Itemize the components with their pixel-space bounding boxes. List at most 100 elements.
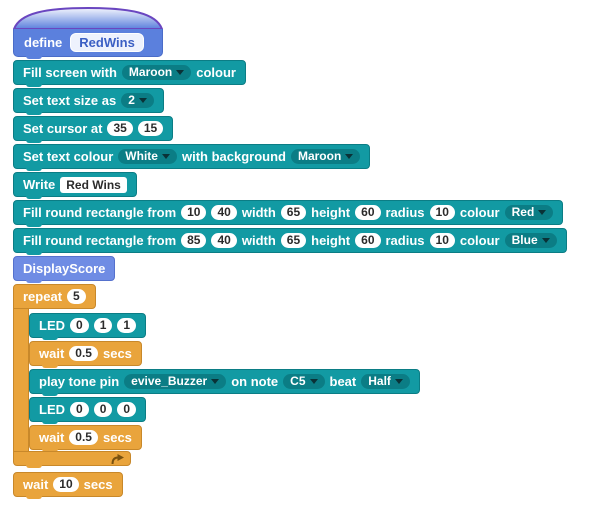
repeat-block[interactable]: repeat 5 LED 0 1 1 (13, 284, 420, 468)
rect-x-input[interactable]: 85 (181, 233, 207, 248)
block-label: Set cursor at (23, 121, 103, 136)
block-label: colour (459, 205, 500, 220)
chevron-down-icon (394, 379, 403, 384)
block-label: wait (39, 346, 65, 361)
play-tone-block[interactable]: play tone pin evive_Buzzer on note C5 be… (29, 369, 420, 396)
note-dropdown[interactable]: C5 (283, 374, 325, 389)
block-label: Fill round rectangle from (23, 233, 177, 248)
rect-radius-input[interactable]: 10 (429, 233, 455, 248)
repeat-header[interactable]: repeat 5 (13, 284, 96, 309)
block-label: secs (102, 346, 132, 361)
dropdown-value: White (125, 149, 158, 163)
block-label: LED (39, 402, 65, 417)
block-label: wait (39, 430, 65, 445)
chevron-down-icon (176, 70, 185, 75)
led-block[interactable]: LED 0 0 0 (29, 397, 147, 424)
led-block[interactable]: LED 0 1 1 (29, 313, 147, 340)
wait-block[interactable]: wait 0.5 secs (29, 425, 142, 452)
chevron-down-icon (538, 210, 547, 215)
cursor-x-input[interactable]: 35 (107, 121, 133, 136)
wait-block[interactable]: wait 10 secs (13, 472, 123, 499)
block-label: on note (231, 374, 279, 389)
rect-width-input[interactable]: 65 (280, 233, 307, 248)
block-label: radius (385, 233, 425, 248)
custom-block-name[interactable]: RedWins (70, 33, 144, 52)
rect-height-input[interactable]: 60 (355, 233, 381, 248)
block-label: secs (102, 430, 132, 445)
block-label: Fill screen with (23, 65, 117, 80)
set-text-size-block[interactable]: Set text size as 2 (13, 88, 164, 115)
text-size-dropdown[interactable]: 2 (121, 93, 154, 108)
dropdown-value: Maroon (297, 149, 342, 163)
chevron-down-icon (138, 98, 147, 103)
background-colour-dropdown[interactable]: Maroon (290, 149, 361, 164)
set-cursor-block[interactable]: Set cursor at 35 15 (13, 116, 174, 143)
screen-colour-dropdown[interactable]: Maroon (121, 65, 192, 80)
chevron-down-icon (211, 379, 220, 384)
beat-dropdown[interactable]: Half (361, 374, 410, 389)
define-keyword: define (24, 35, 63, 50)
rect-y-input[interactable]: 40 (211, 205, 237, 220)
rect-y-input[interactable]: 40 (211, 233, 237, 248)
wait-duration-input[interactable]: 0.5 (69, 430, 98, 445)
block-label: colour (196, 65, 236, 80)
block-label: width (241, 205, 276, 220)
rect-colour-dropdown-blue[interactable]: Blue (504, 233, 557, 248)
fill-round-rectangle-block[interactable]: Fill round rectangle from 85 40 width 65… (13, 228, 567, 255)
block-label: colour (459, 233, 500, 248)
script-area: define RedWins Fill screen with Maroon c… (13, 7, 567, 499)
define-block[interactable]: define RedWins (13, 7, 163, 59)
set-text-colour-block[interactable]: Set text colour White with background Ma… (13, 144, 371, 171)
repeat-footer[interactable] (13, 451, 131, 468)
block-label: height (311, 205, 351, 220)
dropdown-value: Half (368, 374, 391, 388)
dropdown-value: C5 (290, 374, 306, 388)
block-label: repeat (23, 289, 63, 304)
rect-x-input[interactable]: 10 (181, 205, 207, 220)
fill-round-rectangle-block[interactable]: Fill round rectangle from 10 40 width 65… (13, 200, 564, 227)
rect-colour-dropdown-red[interactable]: Red (504, 205, 554, 220)
write-block[interactable]: Write Red Wins (13, 172, 137, 199)
display-score-call-block[interactable]: DisplayScore (13, 256, 116, 283)
wait-block[interactable]: wait 0.5 secs (29, 341, 142, 368)
block-label: play tone pin (39, 374, 120, 389)
buzzer-pin-dropdown[interactable]: evive_Buzzer (124, 374, 227, 389)
block-label: LED (39, 318, 65, 333)
dropdown-value: Blue (511, 233, 538, 247)
block-label: beat (329, 374, 357, 389)
led-r-input[interactable]: 0 (70, 402, 89, 417)
repeat-count-input[interactable]: 5 (67, 289, 86, 304)
block-label: Set text size as (23, 93, 117, 108)
wait-duration-input[interactable]: 10 (53, 477, 79, 492)
chevron-down-icon (309, 379, 318, 384)
block-label: Fill round rectangle from (23, 205, 177, 220)
cursor-y-input[interactable]: 15 (137, 121, 164, 136)
fill-screen-block[interactable]: Fill screen with Maroon colour (13, 60, 246, 87)
chevron-down-icon (541, 238, 550, 243)
led-g-input[interactable]: 0 (93, 402, 113, 417)
rect-width-input[interactable]: 65 (280, 205, 307, 220)
rect-height-input[interactable]: 60 (355, 205, 381, 220)
block-label: DisplayScore (23, 261, 106, 276)
text-colour-dropdown[interactable]: White (118, 149, 177, 164)
dropdown-value: Maroon (128, 65, 173, 79)
write-text-input[interactable]: Red Wins (60, 176, 127, 193)
repeat-left-arm (13, 309, 29, 451)
block-label: Write (23, 177, 56, 192)
dropdown-value: evive_Buzzer (131, 374, 208, 388)
led-g-input[interactable]: 1 (93, 318, 113, 333)
define-hat-curve-icon (13, 7, 163, 29)
block-label: radius (385, 205, 425, 220)
led-b-input[interactable]: 0 (117, 402, 137, 417)
define-body[interactable]: define RedWins (13, 29, 163, 59)
dropdown-value: 2 (128, 93, 135, 107)
led-r-input[interactable]: 0 (70, 318, 89, 333)
block-label: width (241, 233, 276, 248)
rect-radius-input[interactable]: 10 (429, 205, 455, 220)
chevron-down-icon (345, 154, 354, 159)
dropdown-value: Red (511, 205, 535, 219)
block-label: Set text colour (23, 149, 114, 164)
wait-duration-input[interactable]: 0.5 (69, 346, 98, 361)
chevron-down-icon (161, 154, 170, 159)
led-b-input[interactable]: 1 (117, 318, 137, 333)
